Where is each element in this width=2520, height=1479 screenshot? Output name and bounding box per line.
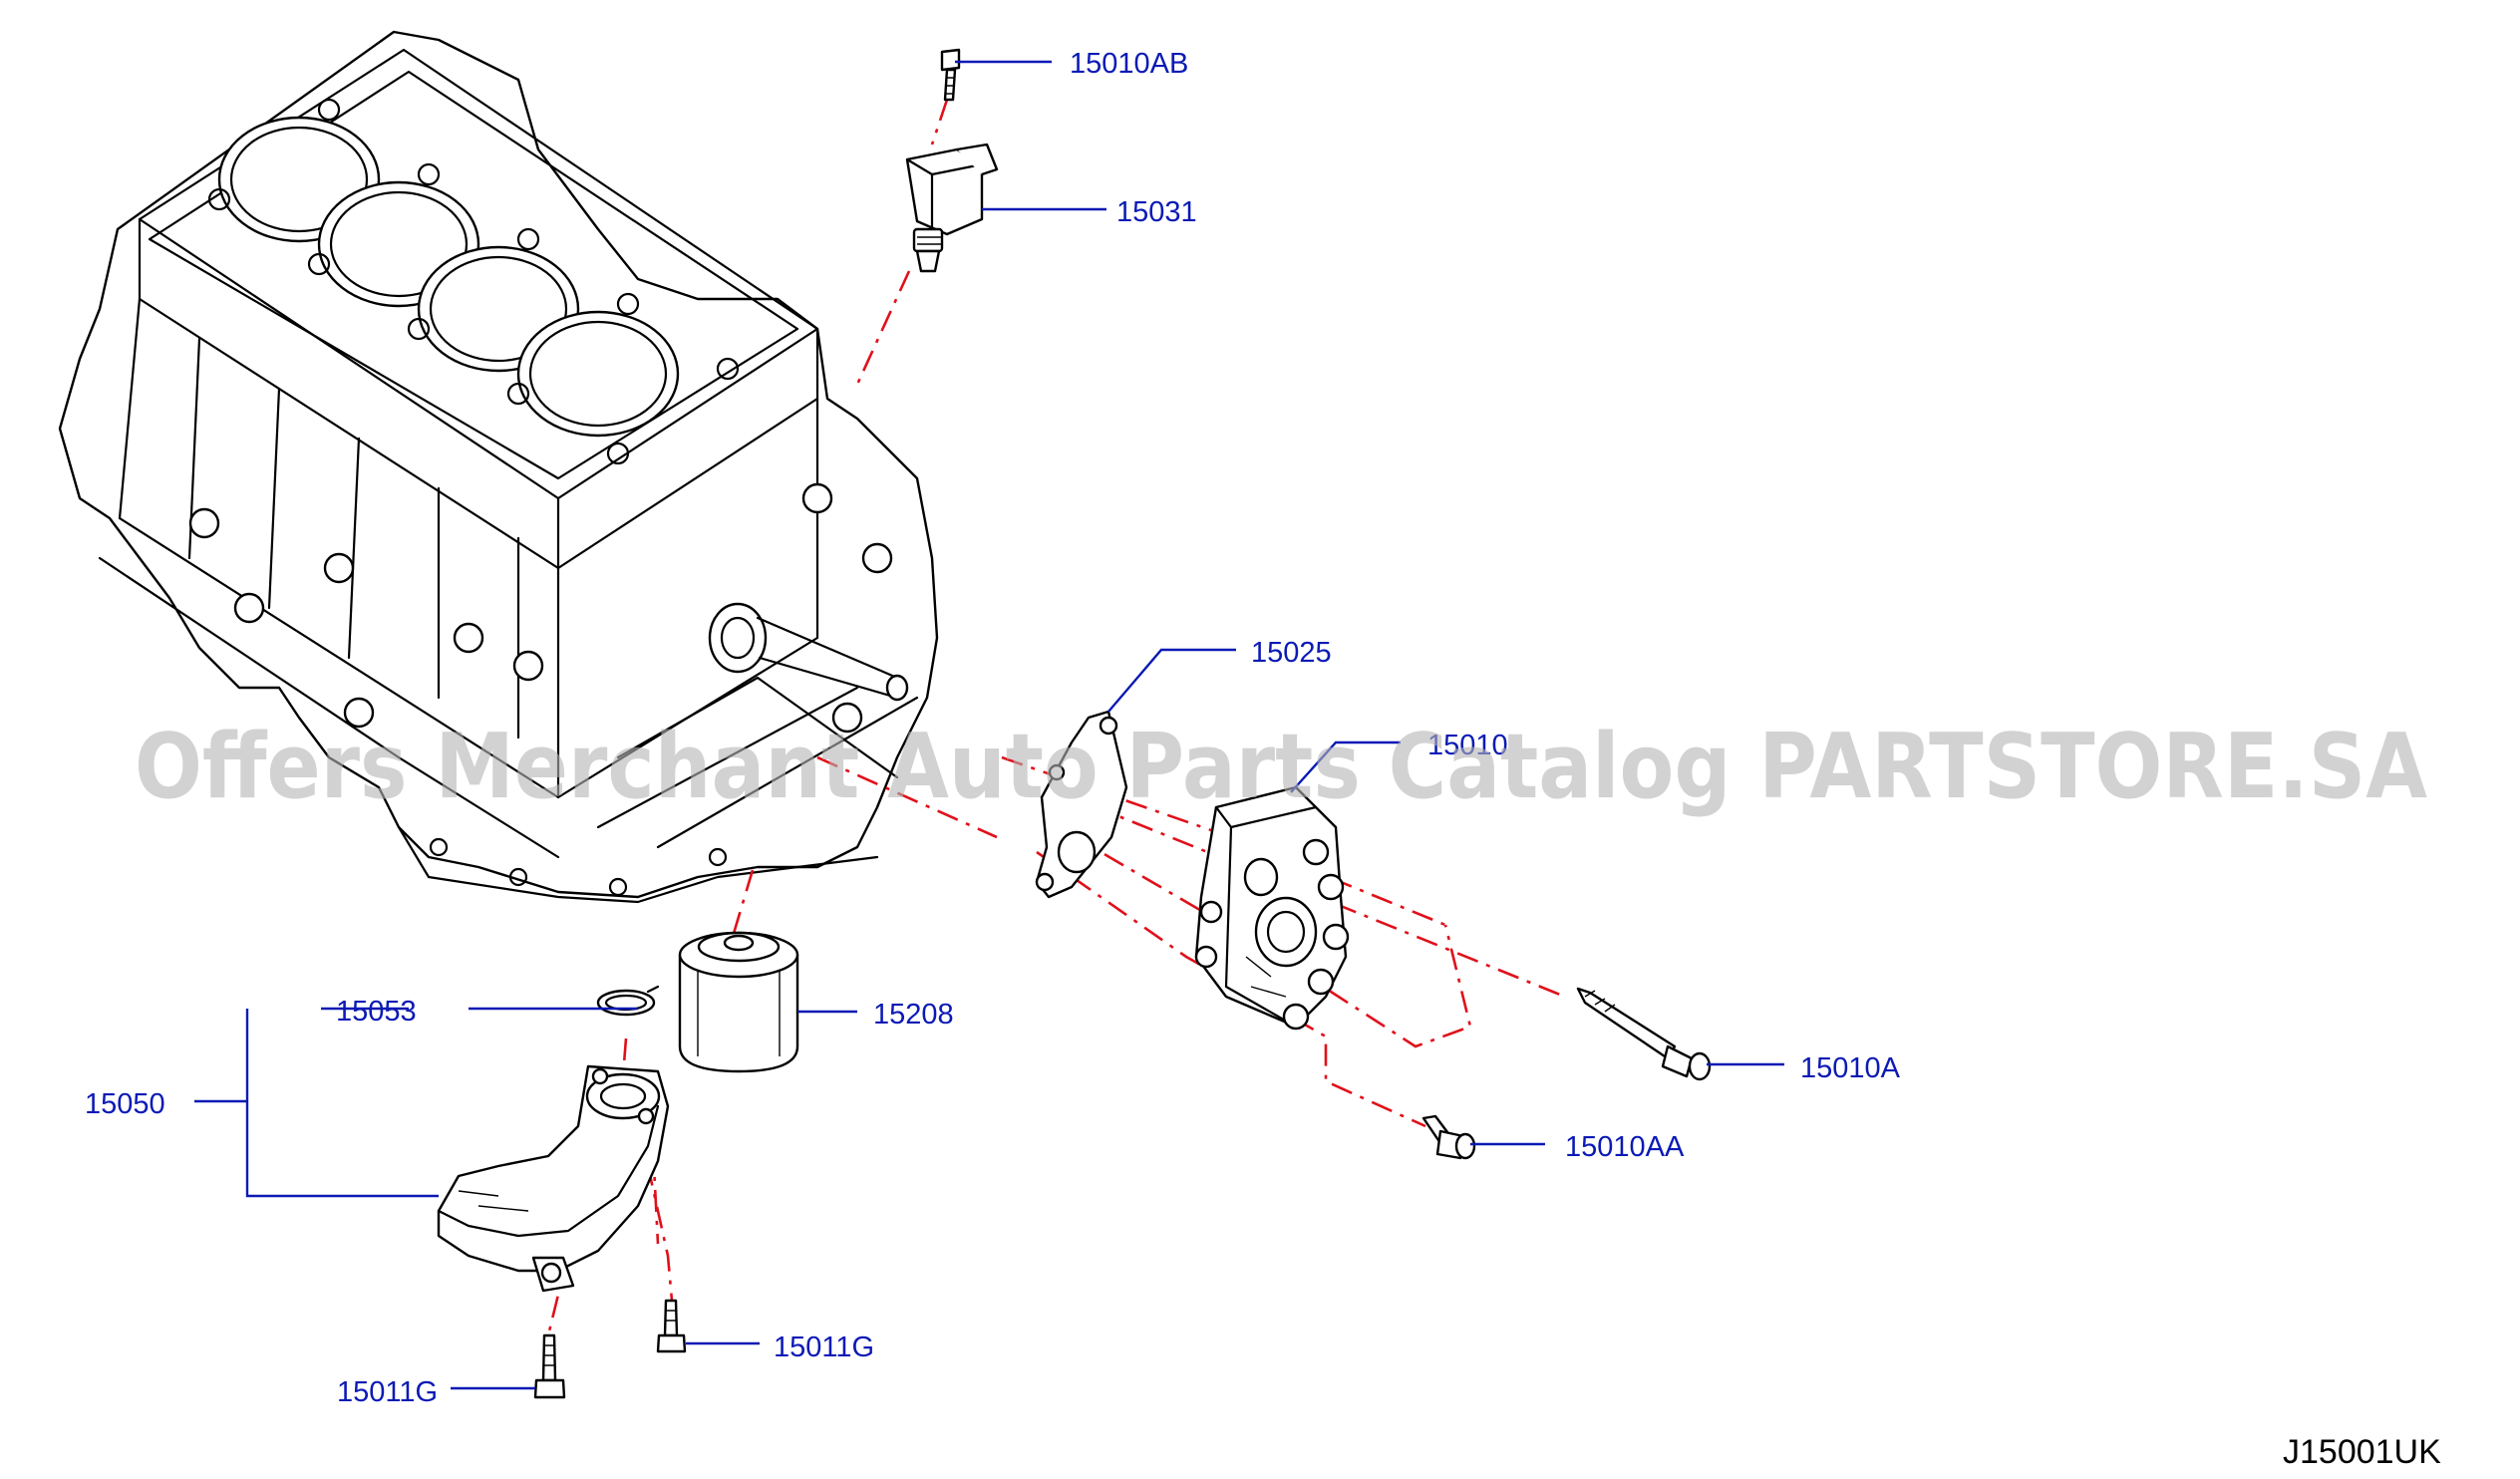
- oil-pump-15010: [1194, 785, 1350, 1031]
- leader-lines: [194, 60, 1784, 1390]
- label-15011g-right[interactable]: 15011G: [774, 1331, 874, 1363]
- bolt-15010aa: [1421, 1114, 1476, 1160]
- bolt-15010a: [1576, 987, 1712, 1081]
- bolt-15010ab: [940, 48, 961, 102]
- oil-strainer-15050: [437, 1064, 670, 1293]
- oil-filter-15208: [678, 931, 799, 1073]
- label-15010a[interactable]: 15010A: [1800, 1052, 1901, 1084]
- label-15011g-left[interactable]: 15011G: [337, 1376, 438, 1408]
- label-15031[interactable]: 15031: [1116, 196, 1197, 228]
- o-ring-15053: [596, 985, 660, 1017]
- part-labels: 15010AB 15031 15025 15010 15053 15208 15…: [85, 48, 1901, 1408]
- drawing-code: J15001UK: [2283, 1433, 2441, 1471]
- label-15010[interactable]: 15010: [1427, 730, 1508, 761]
- cylinder-bore-4: [516, 310, 680, 438]
- label-15053[interactable]: 15053: [336, 996, 417, 1028]
- crankshaft-snout: [708, 602, 909, 702]
- label-15010aa[interactable]: 15010AA: [1565, 1131, 1685, 1163]
- label-15025[interactable]: 15025: [1251, 637, 1332, 669]
- valve-15031: [905, 143, 999, 273]
- gasket-15025: [1035, 710, 1128, 899]
- bolt-15011g-right: [656, 1299, 687, 1353]
- cylinder-block: [58, 30, 939, 904]
- watermark: Offers Merchant Auto Parts Catalog PARTS…: [135, 715, 2427, 819]
- bolt-15011g-left: [533, 1333, 566, 1399]
- label-15050[interactable]: 15050: [85, 1088, 165, 1120]
- label-15010ab[interactable]: 15010AB: [1070, 48, 1188, 80]
- label-15208[interactable]: 15208: [873, 999, 954, 1031]
